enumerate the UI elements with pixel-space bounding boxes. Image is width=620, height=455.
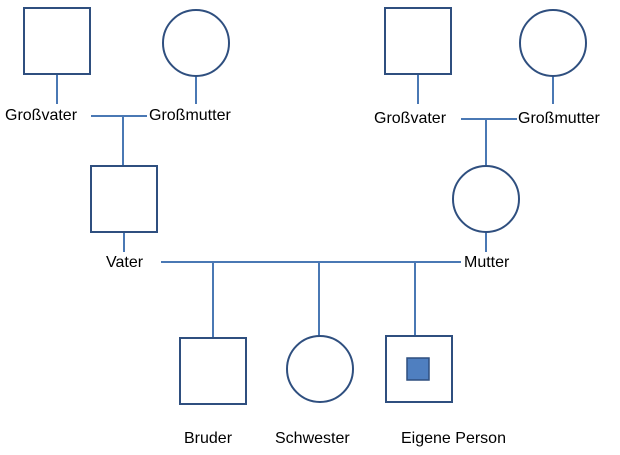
maternal-grandfather-label: Großvater (374, 110, 447, 127)
sister-circle (286, 335, 354, 403)
connector-lines (56, 74, 554, 338)
self-label: Eigene Person (401, 430, 506, 447)
paternal-grandfather-label: Großvater (5, 107, 78, 124)
father-square (90, 165, 158, 233)
self-affected-marker (406, 357, 430, 381)
maternal-grandfather-square (384, 7, 452, 75)
mother-circle (452, 165, 520, 233)
brother-square (179, 337, 247, 405)
brother-label: Bruder (184, 430, 233, 447)
maternal-grandmother-circle (519, 9, 587, 77)
paternal-grandmother-circle (162, 9, 230, 77)
father-label: Vater (106, 254, 144, 271)
paternal-grandfather-square (23, 7, 91, 75)
sister-label: Schwester (275, 430, 350, 447)
mother-label: Mutter (464, 254, 510, 271)
paternal-grandmother-label: Großmutter (149, 107, 231, 124)
maternal-grandmother-label: Großmutter (518, 110, 600, 127)
